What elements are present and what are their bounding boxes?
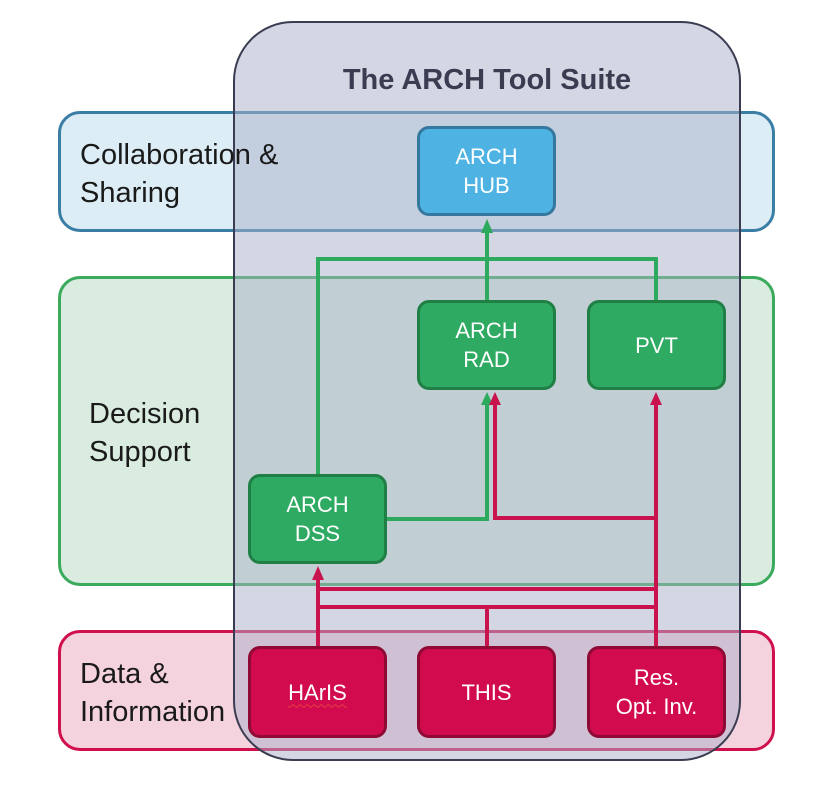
pvt-to-hub-line [487, 257, 658, 300]
red-to-rad-line [493, 405, 656, 520]
data-information-label: Data & Information [80, 658, 226, 728]
collaboration-sharing-label: Collaboration & Sharing [80, 139, 279, 209]
res-opt-inv-node: Res. Opt. Inv. [587, 646, 726, 738]
suite-title: The ARCH Tool Suite [342, 64, 632, 96]
decision-support-label: Decision Support [89, 398, 201, 468]
arch-rad-node: ARCH RAD [417, 300, 556, 390]
haris-node: HArIS [248, 646, 387, 738]
arch-hub-node: ARCH HUB [417, 126, 556, 216]
rad-red-arrowhead [489, 392, 501, 405]
this-node: THIS [417, 646, 556, 738]
dss-to-rad-line [384, 405, 489, 521]
dss-arrowhead [312, 566, 324, 580]
pvt-arrowhead [650, 392, 662, 405]
pvt-node: PVT [587, 300, 726, 390]
haris-label: HArIS [288, 679, 347, 705]
arch-dss-node: ARCH DSS [248, 474, 387, 564]
dss-to-hub-line [316, 257, 487, 476]
rad-green-arrowhead [481, 392, 493, 405]
hub-arrowhead [481, 219, 493, 233]
